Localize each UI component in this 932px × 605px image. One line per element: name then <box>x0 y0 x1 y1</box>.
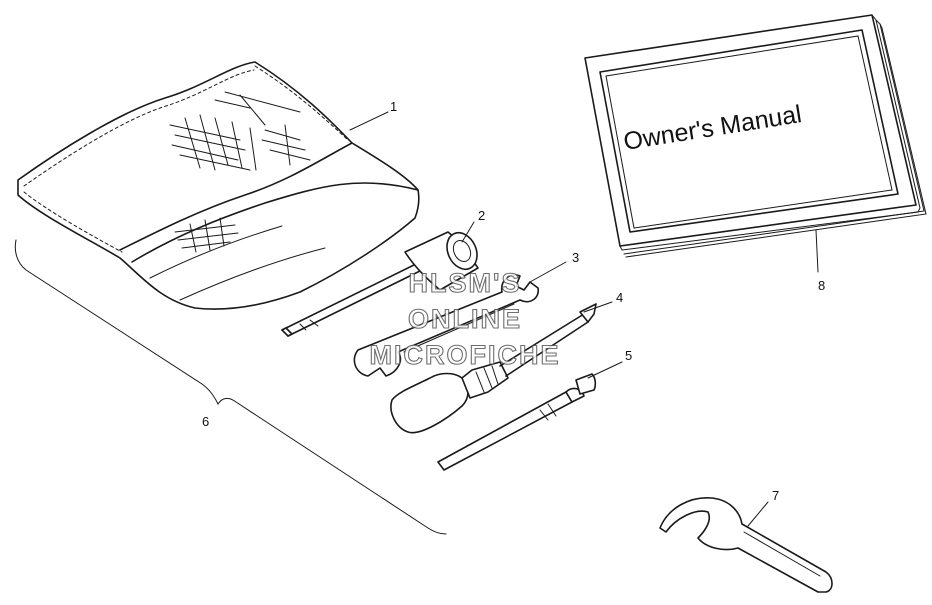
callout-4: 4 <box>616 290 623 305</box>
screwdriver <box>390 303 597 434</box>
watermark: HLSM'S ONLINE MICROFICHE <box>369 267 561 370</box>
watermark-line-3: MICROFICHE <box>370 340 561 370</box>
watermark-line-1: HLSM'S <box>409 268 522 298</box>
callout-7: 7 <box>772 488 779 503</box>
callout-5: 5 <box>625 348 632 363</box>
leader-lines <box>349 111 819 527</box>
hex-driver <box>437 373 597 471</box>
callout-numbers: 1 2 3 4 5 6 7 8 <box>202 99 825 503</box>
spark-plug-wrench <box>281 231 479 337</box>
spanner-wrench <box>659 497 833 593</box>
watermark-line-2: ONLINE <box>408 304 522 334</box>
callout-8: 8 <box>818 278 825 293</box>
kit-bracket <box>14 239 447 535</box>
callout-3: 3 <box>572 250 579 265</box>
tool-pouch <box>17 61 420 310</box>
callout-1: 1 <box>390 99 397 114</box>
callout-6: 6 <box>202 414 209 429</box>
callout-2: 2 <box>478 208 485 223</box>
owners-manual-book <box>584 14 927 258</box>
open-end-wrench <box>353 274 540 377</box>
